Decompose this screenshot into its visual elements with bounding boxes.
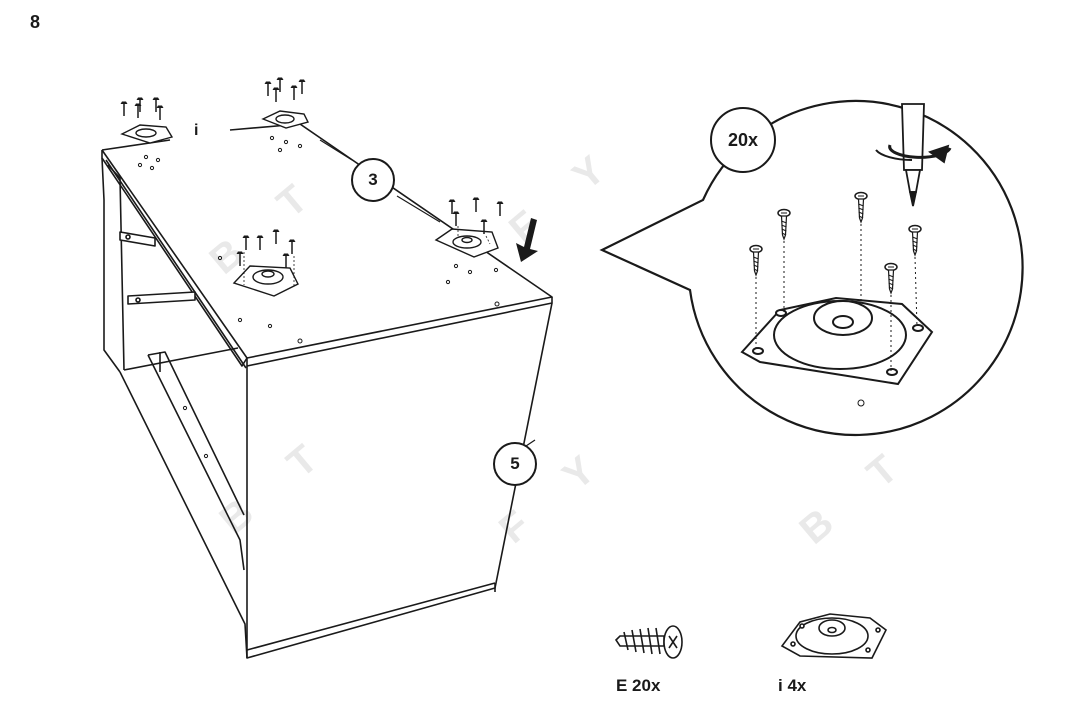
detail-bubble [599,99,1024,437]
quantity-badge: 20x [710,107,776,173]
panel-callout-5: 5 [493,442,537,486]
part-screw-e-icon [614,625,683,659]
part-letter-label: i [194,122,199,139]
screwdriver-icon [875,103,952,207]
panel-callout-3: 3 [351,158,395,202]
part-label-e: E 20x [616,676,661,695]
foot-plate [434,228,499,258]
foot-plate [232,265,299,297]
cabinet [101,123,553,659]
step-number: 8 [30,12,41,32]
direction-arrow-icon [516,218,538,262]
part-plate-i-icon [780,613,888,659]
foot-plate [261,110,310,129]
detail-foot-plate [740,296,934,386]
part-label-i: i 4x [778,676,807,695]
foot-plate [120,124,174,144]
